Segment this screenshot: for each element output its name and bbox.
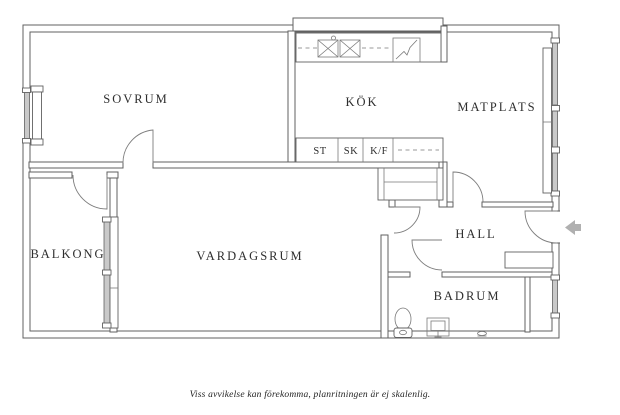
- entrance-arrow-icon: [565, 220, 581, 235]
- bathroom-window: [550, 274, 561, 319]
- window-cap: [550, 37, 560, 44]
- plan-disclaimer-caption: Viss avvikelse kan förekomma, planritnin…: [189, 390, 431, 400]
- bedroom-window: [22, 85, 44, 146]
- balcony-door-swing: [72, 174, 108, 210]
- window-cap: [550, 312, 560, 319]
- window-cap: [22, 87, 31, 93]
- dining-door-swing: [452, 171, 484, 203]
- cabinet-label-kf: K/F: [370, 146, 388, 157]
- window-cap: [102, 269, 112, 276]
- window-glass: [552, 152, 558, 192]
- window-cap: [550, 190, 560, 197]
- cabinet-row-outline: [295, 137, 444, 163]
- window-cap: [22, 138, 31, 144]
- room-label-badrum: BADRUM: [434, 289, 501, 303]
- window-glass: [24, 91, 30, 140]
- cabinet-label-st: ST: [313, 146, 326, 157]
- cabinet-row: ST SK K/F: [295, 137, 444, 163]
- window-glass: [552, 110, 558, 148]
- room-label-sovrum: SOVRUM: [103, 92, 169, 106]
- window-frame: [30, 85, 44, 93]
- room-labels: SOVRUM KÖK MATPLATS BALKONG VARDAGSRUM H…: [30, 92, 536, 303]
- window-cap: [550, 146, 560, 154]
- room-label-matplats: MATPLATS: [457, 100, 536, 114]
- window-cap: [102, 216, 112, 223]
- room-label-kok: KÖK: [345, 95, 378, 109]
- sink-icon: [339, 39, 361, 58]
- stove-icon: [392, 37, 421, 63]
- window-cap: [102, 322, 112, 329]
- room-label-vardagsrum: VARDAGSRUM: [196, 249, 303, 263]
- kitchen-counter: [295, 32, 442, 63]
- window-frame: [30, 138, 44, 146]
- window-glass: [552, 42, 558, 106]
- cabinet-label-sk: SK: [344, 146, 358, 157]
- window-frame: [32, 91, 42, 140]
- kitchen-wall-bump: [292, 17, 444, 32]
- balcony-partition-window: [102, 216, 119, 329]
- floor-drain-icon: [477, 331, 487, 337]
- cabinet-dividers: [337, 138, 394, 162]
- sink-icon: [317, 35, 339, 58]
- bedroom-door-swing: [122, 129, 154, 164]
- dining-windows: [542, 37, 561, 197]
- living-room-door-swing: [393, 206, 421, 234]
- bathroom-door-swing: [411, 239, 443, 271]
- hall-wardrobe: [377, 167, 444, 201]
- washbasin-icon: [426, 317, 450, 338]
- entrance-opening: [550, 210, 561, 244]
- room-label-balkong: BALKONG: [30, 247, 105, 261]
- window-cap: [550, 274, 560, 281]
- windows: [22, 37, 561, 329]
- window-frame: [542, 47, 552, 194]
- room-label-hall: HALL: [455, 227, 496, 241]
- toilet-icon: [393, 307, 413, 338]
- hall-closet: [504, 251, 554, 269]
- faucet-icon: [331, 35, 336, 41]
- window-cap: [550, 105, 560, 112]
- entrance-door-swing: [524, 210, 558, 244]
- doors: [72, 129, 558, 271]
- window-glass: [552, 279, 558, 314]
- bathroom-fixtures: [393, 307, 487, 338]
